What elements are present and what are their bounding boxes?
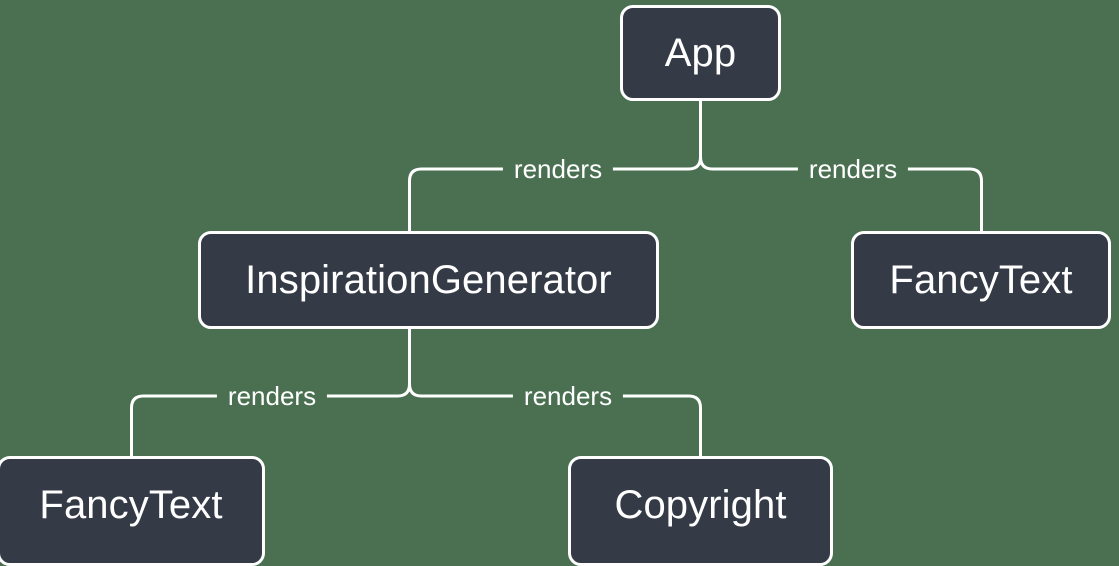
- edge-label-inspiration-generator-to-fancytext-bottom: renders: [216, 383, 328, 409]
- edge-label-inspiration-generator-to-copyright: renders: [512, 383, 624, 409]
- edge-label-app-to-fancytext-right: renders: [797, 156, 909, 182]
- node-inspiration-generator[interactable]: InspirationGenerator: [198, 231, 659, 329]
- node-fancytext-bottom[interactable]: FancyText: [0, 456, 265, 566]
- node-fancytext-right-label: FancyText: [889, 257, 1073, 302]
- node-inspiration-generator-label: InspirationGenerator: [245, 257, 612, 302]
- edge-inspirationgenerator-to-fancytext-bottom: [130, 383, 411, 456]
- edge-app-to-fancytext-right: [699, 156, 983, 231]
- node-fancytext-bottom-label: FancyText: [39, 482, 223, 527]
- node-copyright-label: Copyright: [614, 482, 787, 527]
- node-app[interactable]: App: [620, 5, 781, 101]
- edge-app-to-inspirationgenerator: [408, 156, 702, 231]
- node-copyright[interactable]: Copyright: [568, 456, 833, 566]
- edge-label-app-to-inspiration-generator: renders: [502, 156, 614, 182]
- edge-inspirationgenerator-to-copyright: [408, 383, 702, 456]
- node-app-label: App: [664, 30, 737, 75]
- node-fancytext-right[interactable]: FancyText: [851, 231, 1111, 329]
